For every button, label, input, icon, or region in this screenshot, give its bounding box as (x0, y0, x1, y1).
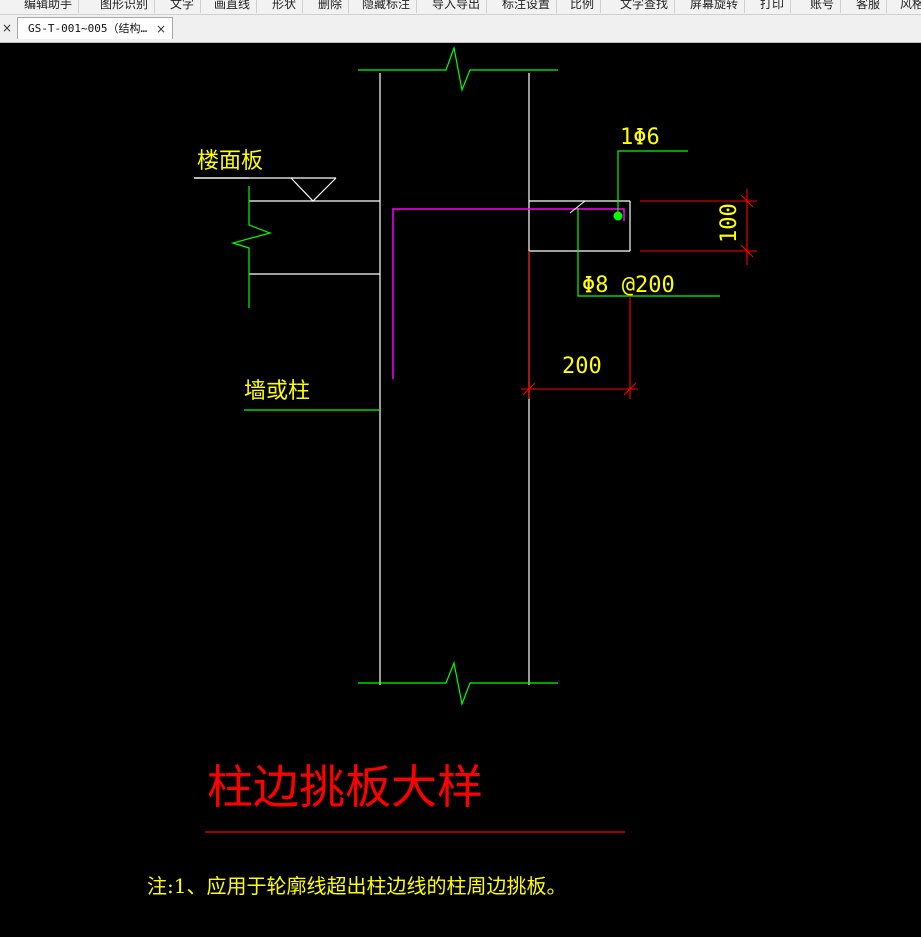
toolbar-shape[interactable]: 形状 (266, 0, 304, 13)
drawing-canvas[interactable]: 楼面板 墙或柱 1Φ6 Φ8 @200 200 100 柱边挑板大样 注:1、应… (0, 43, 921, 937)
break-line-bottom (358, 660, 558, 707)
tab-document-label: GS-T-001~005（结构… (28, 22, 148, 35)
toolbar-screen-rotate[interactable]: 屏幕旋转 (684, 0, 746, 13)
toolbar-shape-recognition[interactable]: 图形识别 (94, 0, 156, 13)
toolbar-edit-assistant[interactable]: 编辑助手 (18, 0, 80, 13)
toolbar-text-search[interactable]: 文字查找 (614, 0, 676, 13)
break-line-top (358, 45, 558, 93)
floor-slab (249, 200, 380, 275)
column-outline (379, 73, 530, 685)
toolbar-annotation-settings[interactable]: 标注设置 (496, 0, 558, 13)
toolbar-import-export[interactable]: 导入导出 (426, 0, 488, 13)
wall-column-label: 墙或柱 (244, 379, 310, 404)
floor-slab-break (230, 186, 272, 308)
close-icon[interactable]: × (1, 21, 13, 35)
toolbar-print[interactable]: 打印 (754, 0, 792, 13)
toolbar: 编辑助手 图形识别 文字 画直线 形状 删除 隐藏标注 导入导出 标注设置 比例… (0, 0, 921, 15)
cantilever-slab (529, 200, 631, 252)
toolbar-support[interactable]: 客服 (850, 0, 888, 13)
rebar-top-label: 1Φ6 (620, 125, 660, 150)
toolbar-text[interactable]: 文字 (164, 0, 202, 13)
toolbar-style[interactable]: 风格 (900, 0, 921, 11)
drawing-title: 柱边挑板大样 (207, 760, 483, 814)
tab-close-icon[interactable]: × (155, 22, 166, 36)
tab-document[interactable]: GS-T-001~005（结构… × (17, 17, 173, 39)
dim-extension-diag (569, 200, 586, 214)
rebar-main (392, 208, 625, 379)
dim-height-label: 100 (717, 203, 742, 243)
stirrup-label: Φ8 @200 (582, 273, 675, 298)
cad-drawing: 楼面板 墙或柱 1Φ6 Φ8 @200 200 100 柱边挑板大样 注:1、应… (147, 45, 757, 898)
dim-width-label: 200 (562, 354, 602, 379)
stirrup-leader (577, 208, 720, 297)
drawing-note: 注:1、应用于轮廓线超出柱边线的柱周边挑板。 (147, 874, 566, 898)
dim-height (640, 189, 757, 265)
rebar-top-leader (617, 150, 688, 216)
floor-level-symbol (194, 177, 337, 202)
tab-bar: × GS-T-001~005（结构… × (0, 15, 921, 43)
toolbar-draw-line[interactable]: 画直线 (208, 0, 258, 13)
toolbar-hide-annotation[interactable]: 隐藏标注 (356, 0, 418, 13)
floor-slab-label: 楼面板 (197, 149, 263, 174)
toolbar-account[interactable]: 账号 (804, 0, 842, 13)
dim-width (521, 251, 638, 399)
toolbar-scale[interactable]: 比例 (564, 0, 602, 13)
toolbar-delete[interactable]: 删除 (312, 0, 350, 13)
